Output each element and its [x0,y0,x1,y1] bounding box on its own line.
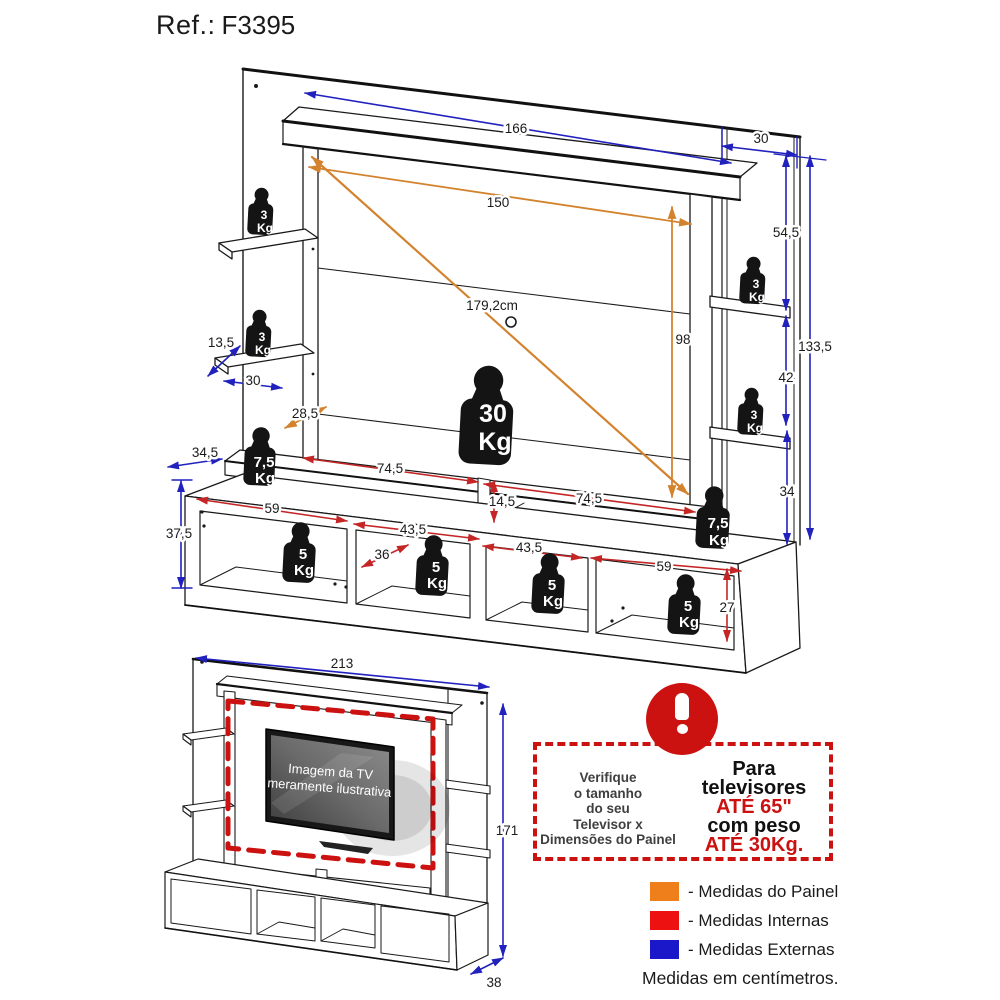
dim-overview-height: 171 [496,823,519,838]
dim-panel-width: 150 [487,195,510,210]
svg-text:7,5: 7,5 [708,515,729,532]
svg-text:5: 5 [548,577,556,594]
dim-comp-depth: 36 [374,547,389,562]
dim-overview-depth: 38 [486,975,501,990]
dim-top-shelf-left: 74,5 [377,461,403,476]
page-title: Ref.:F3395 [156,10,295,41]
weight-7-5kg-icon: 7,5 Kg [694,485,732,550]
svg-text:Kg: Kg [255,470,275,487]
dim-comp1-width: 59 [264,501,279,516]
weight-3kg-icon: 3 Kg [738,256,767,305]
main-dimension-labels: 166 30 13,5 30 150 98 179,2cm 28,5 34,5 … [163,119,834,618]
dim-shelf-slot-height: 14,5 [489,494,515,509]
svg-text:30: 30 [479,400,507,428]
dim-base-side-depth: 34,5 [192,445,218,460]
legend: - Medidas do Painel - Medidas Internas -… [642,877,990,989]
ref-label: Ref.: [156,10,216,40]
svg-text:Kg: Kg [294,562,314,579]
tv-size-warning-box: Verifique o tamanho do seu Televisor x D… [533,742,833,861]
svg-text:Kg: Kg [427,575,447,592]
dim-panel-height: 98 [675,332,690,347]
dim-shelf-depth: 13,5 [208,335,234,350]
main-dimensions [167,90,827,642]
svg-text:Kg: Kg [747,421,763,435]
legend-units-note: Medidas em centímetros. [642,968,839,988]
dim-shelf-width: 30 [245,373,260,388]
svg-text:Kg: Kg [543,593,563,610]
weight-5kg-icon: 5 Kg [414,534,451,597]
dim-side-total-height: 133,5 [798,339,832,354]
weight-3kg-icon: 3 Kg [244,309,273,358]
dim-base-height: 37,5 [166,526,192,541]
overview-unit-drawing: Imagem da TV meramente ilustrativa 213 1… [164,654,521,993]
dim-right-bottom-gap: 34 [779,484,795,499]
dim-right-top-gap: 54,5 [773,225,799,240]
dim-panel-bottom-offset: 28,5 [292,406,318,421]
dim-comp4-width: 59 [656,559,671,574]
svg-text:3: 3 [261,208,268,222]
ref-value: F3395 [221,10,296,40]
dim-top-shelf-right: 74,5 [576,491,602,506]
warning-note: Verifique o tamanho do seu Televisor x D… [540,770,676,847]
weight-3kg-icon: 3 Kg [246,187,275,236]
dim-comp3-width: 43,5 [516,540,542,555]
svg-text:Imagem da TV: Imagem da TV [288,761,374,783]
tv-zone-dashed-outline [225,698,436,871]
orange-swatch [650,882,679,901]
dim-right-shelf-gap: 42 [778,370,793,385]
dim-total-width: 166 [505,121,528,136]
dim-tv-diagonal: 179,2cm [466,298,518,313]
svg-text:Kg: Kg [255,343,271,357]
main-unit-drawing: 166 30 13,5 30 150 98 179,2cm 28,5 34,5 … [163,67,834,674]
svg-text:5: 5 [684,598,692,615]
weight-5kg-icon: 5 Kg [666,573,703,636]
svg-text:Kg: Kg [709,532,729,549]
svg-text:Kg: Kg [478,428,511,456]
dim-right-panel-width: 30 [753,131,768,146]
weight-7-5kg-icon: 7,5 Kg [242,426,277,487]
tv-caption: Imagem da TV meramente ilustrativa [267,761,393,800]
svg-text:Kg: Kg [749,290,765,304]
warning-tv-specs: Para televisores ATÉ 65" com peso ATÉ 30… [701,758,807,856]
weight-5kg-icon: 5 Kg [281,521,318,584]
weight-30kg-icon: 30 Kg [457,364,516,466]
weight-3kg-icon: 3 Kg [736,387,765,436]
red-swatch [650,911,679,930]
left-strut [302,146,319,501]
weight-icons: 3 Kg 3 Kg 3 Kg 3 Kg 7,5 Kg [242,187,767,636]
weight-5kg-icon: 5 Kg [530,552,567,615]
exclamation-icon [646,683,718,755]
dim-comp2-width: 43,5 [400,522,426,537]
svg-text:3: 3 [751,408,758,422]
blue-swatch [650,940,679,959]
svg-text:3: 3 [753,277,760,291]
svg-text:Kg: Kg [679,614,699,631]
dim-comp-inner-height: 27 [719,600,734,615]
tv-illustration: Imagem da TV meramente ilustrativa [265,728,395,854]
right-shelf-upper [709,295,791,319]
legend-item-external: - Medidas Externas [650,935,990,964]
svg-text:Kg: Kg [257,221,273,235]
svg-text:5: 5 [299,546,307,563]
svg-text:7,5: 7,5 [254,454,275,471]
svg-text:3: 3 [259,330,266,344]
right-strut [689,193,713,535]
svg-text:5: 5 [432,559,440,576]
legend-item-internal: - Medidas Internas [650,906,990,935]
overview-dimensions [195,655,507,975]
legend-item-panel: - Medidas do Painel [650,877,990,906]
dim-overview-width: 213 [331,656,354,671]
